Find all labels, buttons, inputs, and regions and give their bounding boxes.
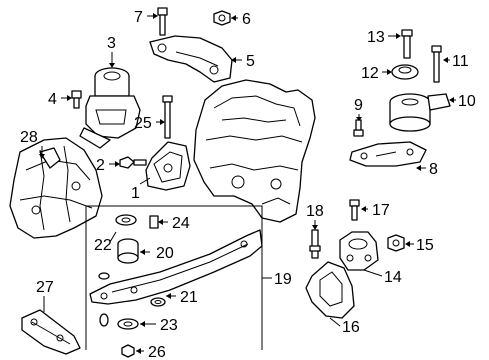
callout-20: 20	[156, 245, 174, 262]
callout-14: 14	[384, 269, 402, 286]
mount-14	[339, 231, 379, 271]
callout-26: 26	[148, 344, 166, 360]
callout-11: 11	[452, 53, 469, 70]
isolator-12	[391, 64, 419, 80]
callout-12: 12	[361, 65, 379, 82]
callout-6: 6	[242, 11, 251, 28]
bolt-4	[71, 90, 82, 109]
callout-16: 16	[342, 319, 360, 336]
stud-18	[309, 229, 321, 259]
bolt-25	[162, 95, 173, 139]
callout-10: 10	[458, 93, 476, 110]
callout-1: 1	[131, 185, 140, 202]
bolt-17	[349, 199, 360, 221]
mount-bracket-1	[145, 141, 191, 191]
callout-9: 9	[354, 97, 363, 114]
callout-22: 22	[94, 237, 112, 254]
engine-block	[193, 79, 316, 223]
callout-21: 21	[180, 289, 198, 306]
callout-25: 25	[134, 115, 152, 132]
callout-8: 8	[429, 161, 438, 178]
callout-13: 13	[367, 29, 385, 46]
nut-6	[213, 10, 231, 26]
callout-19: 19	[274, 271, 292, 288]
bracket-16	[305, 261, 355, 319]
heat-shield-28	[9, 137, 103, 239]
bolt-9	[353, 119, 364, 137]
bolt-13	[401, 29, 413, 59]
nut-15	[387, 234, 405, 252]
callout-27: 27	[36, 279, 54, 296]
bracket-5	[149, 35, 233, 83]
bracket-8	[349, 141, 427, 167]
callout-5: 5	[246, 53, 255, 70]
callout-18: 18	[306, 203, 324, 220]
stud-11	[431, 45, 442, 83]
callout-28: 28	[20, 129, 38, 146]
bracket-27	[21, 309, 81, 355]
callout-7: 7	[134, 9, 143, 26]
callout-labels: 1 2 3 4 5 6 7 8 9 10 11 12 13 14 15 16 1…	[20, 9, 476, 360]
mount-3	[79, 67, 141, 149]
callout-2: 2	[96, 157, 105, 174]
nut-26	[121, 344, 135, 358]
callout-4: 4	[48, 91, 57, 108]
bolt-2	[119, 156, 147, 169]
callout-23: 23	[160, 317, 178, 334]
bolt-7	[157, 7, 168, 36]
callout-17: 17	[372, 202, 390, 219]
mount-10	[389, 93, 451, 132]
leader-lines	[39, 13, 456, 354]
callout-15: 15	[416, 237, 434, 254]
callout-24: 24	[172, 215, 190, 232]
callout-3: 3	[107, 35, 116, 52]
